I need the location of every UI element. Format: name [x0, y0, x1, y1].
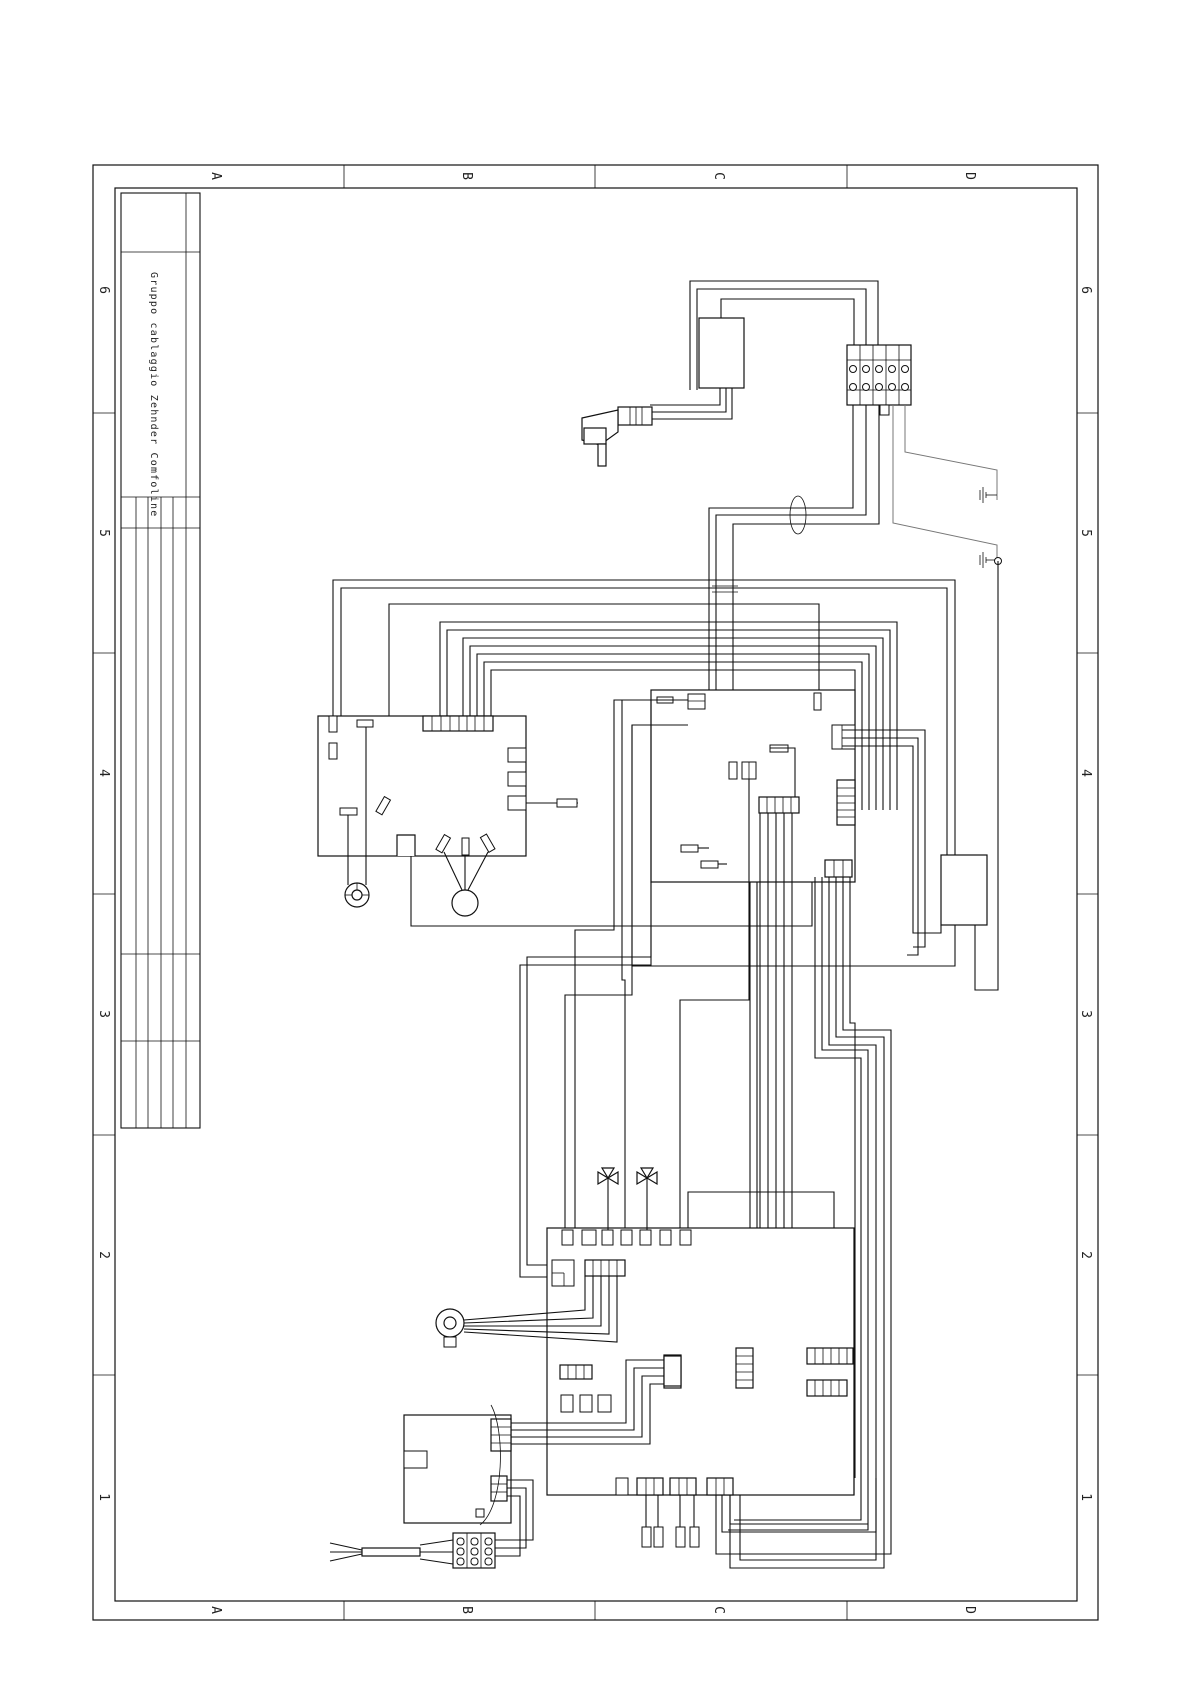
col-label: C — [711, 1606, 726, 1614]
row-label: 2 — [1078, 1251, 1093, 1259]
valve-icon — [637, 1168, 657, 1230]
row-label: 5 — [96, 529, 111, 537]
row-label: 1 — [1078, 1493, 1093, 1501]
title-block: Gruppo cablaggio Zehnder Comfoline — [121, 193, 200, 1128]
power-plug-icon — [582, 407, 652, 466]
col-label: C — [711, 172, 726, 180]
row-label: 5 — [1078, 529, 1093, 537]
sensor-icon — [345, 883, 369, 907]
column-labels-bottom: A B C D — [208, 1606, 977, 1614]
ground-icon — [980, 487, 997, 503]
row-labels-left: 6 5 4 3 2 1 — [96, 286, 111, 1501]
row-label: 3 — [1078, 1010, 1093, 1018]
col-label: D — [962, 172, 977, 180]
transformer-box — [699, 318, 744, 388]
row-label: 6 — [1078, 286, 1093, 294]
control-board — [651, 690, 855, 882]
col-label: B — [459, 172, 474, 180]
row-labels-right: 6 5 4 3 2 1 — [1078, 286, 1093, 1501]
row-label: 1 — [96, 1493, 111, 1501]
col-label: A — [208, 172, 223, 180]
column-labels-top: A B C D — [208, 172, 977, 180]
valve-icon — [598, 1168, 618, 1230]
terminal-block-icon — [330, 1533, 495, 1568]
col-label: D — [962, 1606, 977, 1614]
row-label: 4 — [1078, 769, 1093, 777]
row-label: 2 — [96, 1251, 111, 1259]
col-label: A — [208, 1606, 223, 1614]
capacitor-box — [941, 855, 987, 925]
col-label: B — [459, 1606, 474, 1614]
fan-motor-icon — [452, 890, 478, 916]
row-label: 4 — [96, 769, 111, 777]
title-text: Gruppo cablaggio Zehnder Comfoline — [148, 272, 159, 518]
row-label: 6 — [96, 286, 111, 294]
terminal-block-icon — [847, 345, 911, 415]
row-label: 3 — [96, 1010, 111, 1018]
main-board — [547, 1228, 854, 1547]
